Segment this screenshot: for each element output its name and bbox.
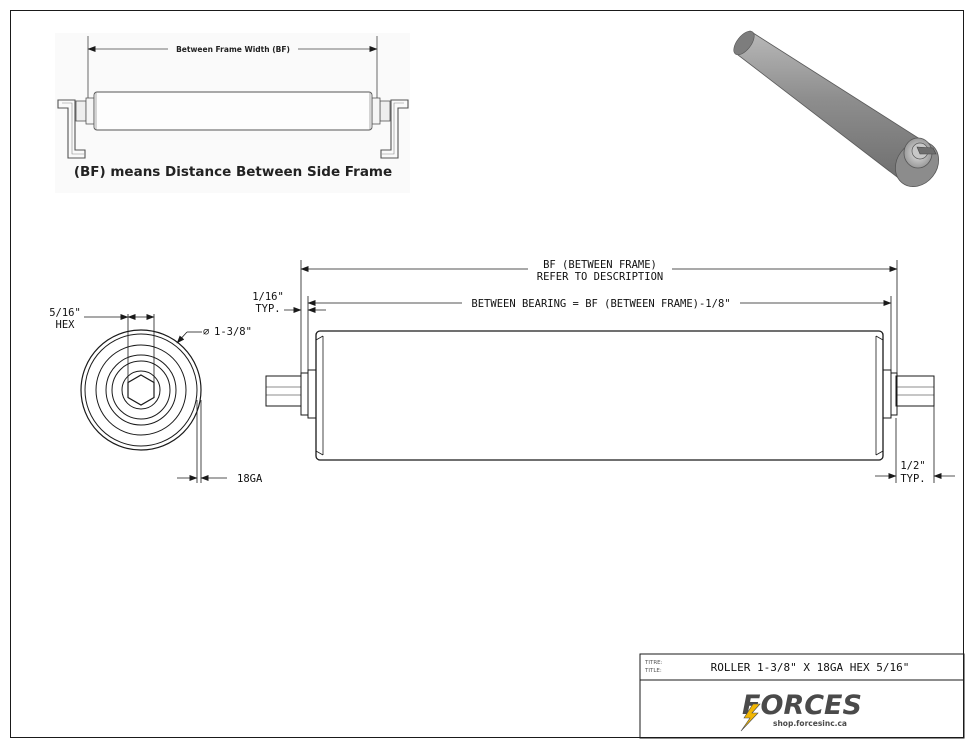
drawing-title: ROLLER 1-3/8" X 18GA HEX 5/16"	[711, 661, 910, 674]
logo-url: shop.forcesinc.ca	[773, 719, 847, 728]
forces-logo: FORCES shop.forcesinc.ca	[740, 690, 862, 732]
hex-label: HEX	[56, 319, 76, 331]
diameter-symbol: ∅	[203, 326, 209, 338]
side-view: BF (BETWEEN FRAME) REFER TO DESCRIPTION …	[252, 259, 955, 485]
title-label-fr: TITRE:	[644, 660, 663, 666]
shaft-dimension-label: 1/2"	[900, 460, 925, 472]
shaft-typ-label: TYP.	[900, 473, 925, 485]
bf-inset-illustration: Between Frame Width (BF) (BF) means Dist…	[55, 33, 410, 193]
offset-dimension-label: 1/16"	[252, 291, 284, 303]
title-label-en: TITLE:	[644, 668, 662, 674]
svg-text:FORCES: FORCES	[742, 690, 862, 721]
hex-shaft-outline	[127, 374, 155, 406]
end-view: 5/16" HEX ∅ 1-3/8" 18GA	[49, 307, 263, 485]
sheet-border	[10, 10, 964, 738]
lightning-bolt-icon	[740, 703, 761, 732]
bf-dimension-label: BF (BETWEEN FRAME)	[543, 259, 657, 271]
diameter-label: 1-3/8"	[214, 326, 252, 338]
gauge-label: 18GA	[237, 473, 263, 485]
between-bearing-label: BETWEEN BEARING = BF (BETWEEN FRAME)-1/8…	[471, 298, 730, 310]
bf-reference-label: REFER TO DESCRIPTION	[537, 271, 663, 283]
hex-size-label: 5/16"	[49, 307, 81, 319]
offset-typ-label: TYP.	[255, 303, 280, 315]
inset-caption: (BF) means Distance Between Side Frame	[74, 164, 392, 180]
roller-3d-render	[733, 30, 940, 187]
inset-title: Between Frame Width (BF)	[176, 45, 290, 54]
title-block: TITRE: TITLE: ROLLER 1-3/8" X 18GA HEX 5…	[639, 653, 965, 739]
